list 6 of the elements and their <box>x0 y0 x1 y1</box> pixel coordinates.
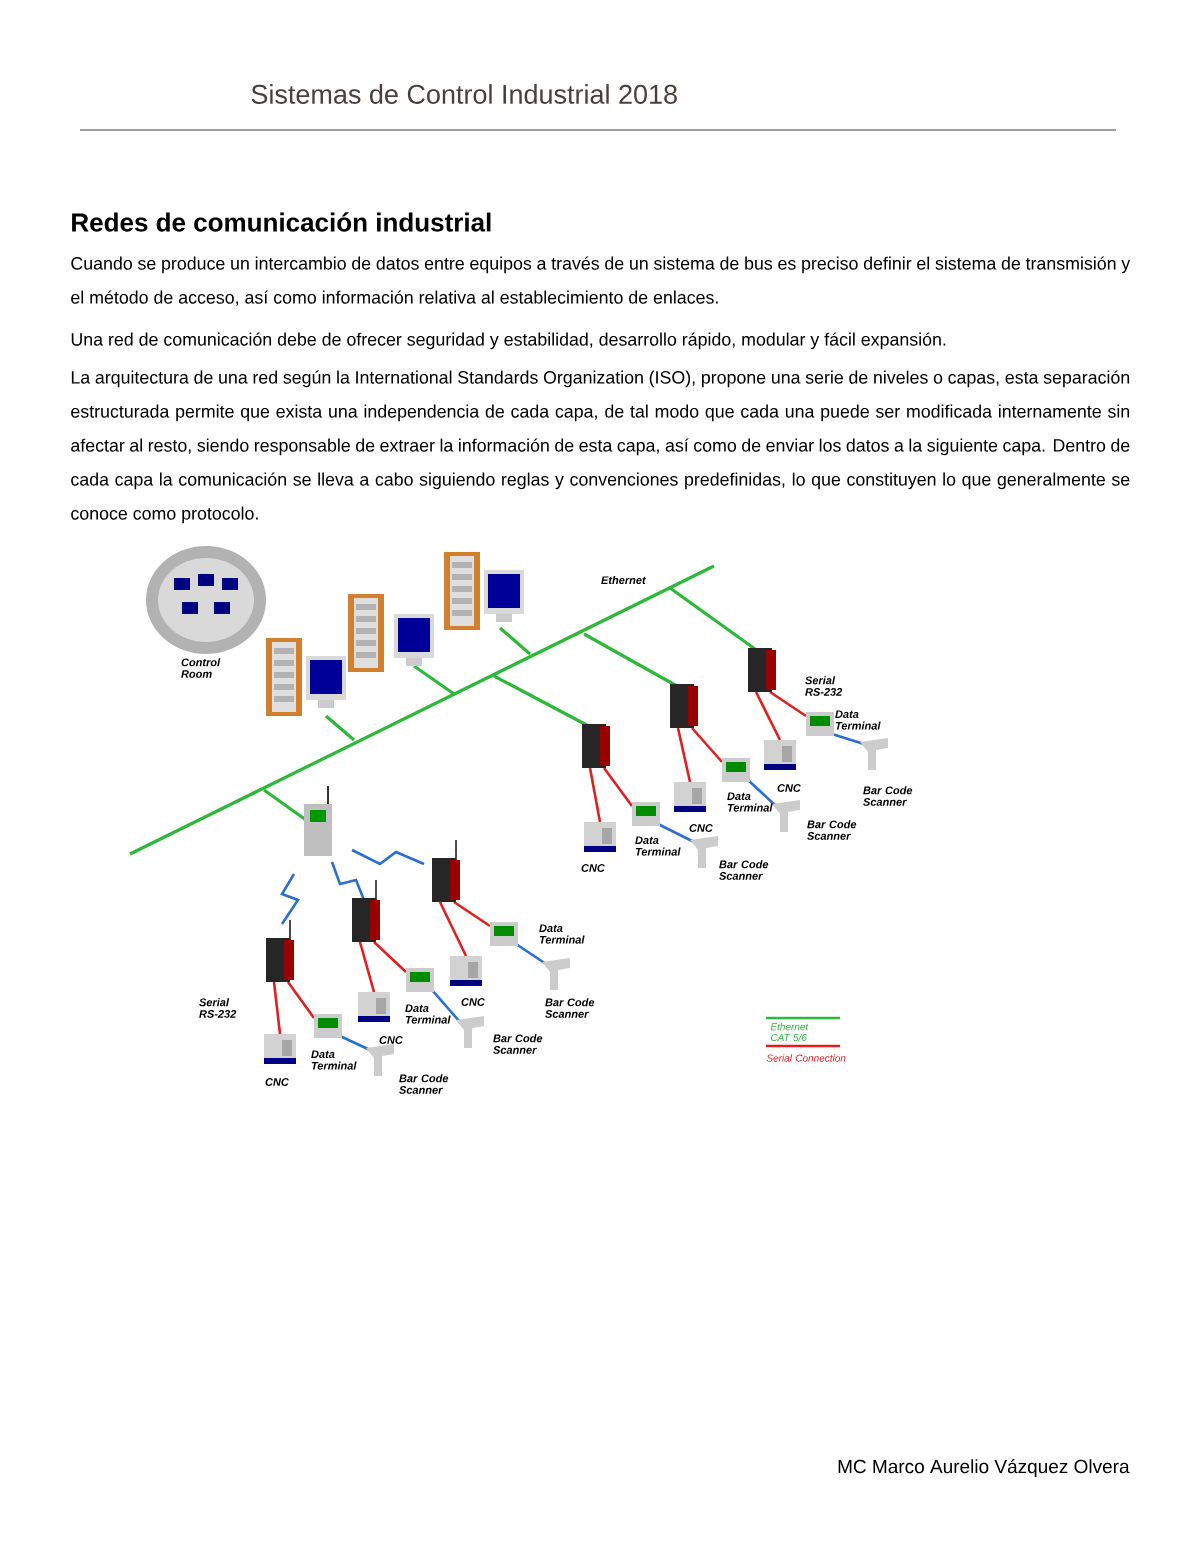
paragraph: La arquitectura de una red según la International Standards Organization (ISO), propone una serie de niveles o capas, esta separación estructurada permite que exista una independencia de cada capa, de tal modo que cada una puede ser modificada internamente sin afectar al resto, siendo responsable de extraer la información de esta capa, así como de enviar los datos a la siguiente capa. Dentro de cada capa la comunicación se lleva a cabo siguiendo reglas y convenciones predefinidas, lo que constituyen lo que generalmente se conoce como protocolo. <box>71 370 1130 524</box>
author-name: MC Marco Aurelio Vázquez Olvera <box>838 1459 1130 1477</box>
page-header: Sistemas de Control Industrial 2018 <box>251 84 677 104</box>
paragraph: Una red de comunicación debe de ofrecer seguridad y estabilidad, desarrollo rápido, modular y fácil expansión. <box>71 332 946 350</box>
section-heading: Redes de comunicación industrial <box>72 212 491 232</box>
paragraph: Cuando se produce un intercambio de datos entre equipos a través de un sistema de bus es preciso definir el sistema de transmisión y el método de acceso, así como información relativa al establecimiento de enlaces. <box>71 256 1131 306</box>
